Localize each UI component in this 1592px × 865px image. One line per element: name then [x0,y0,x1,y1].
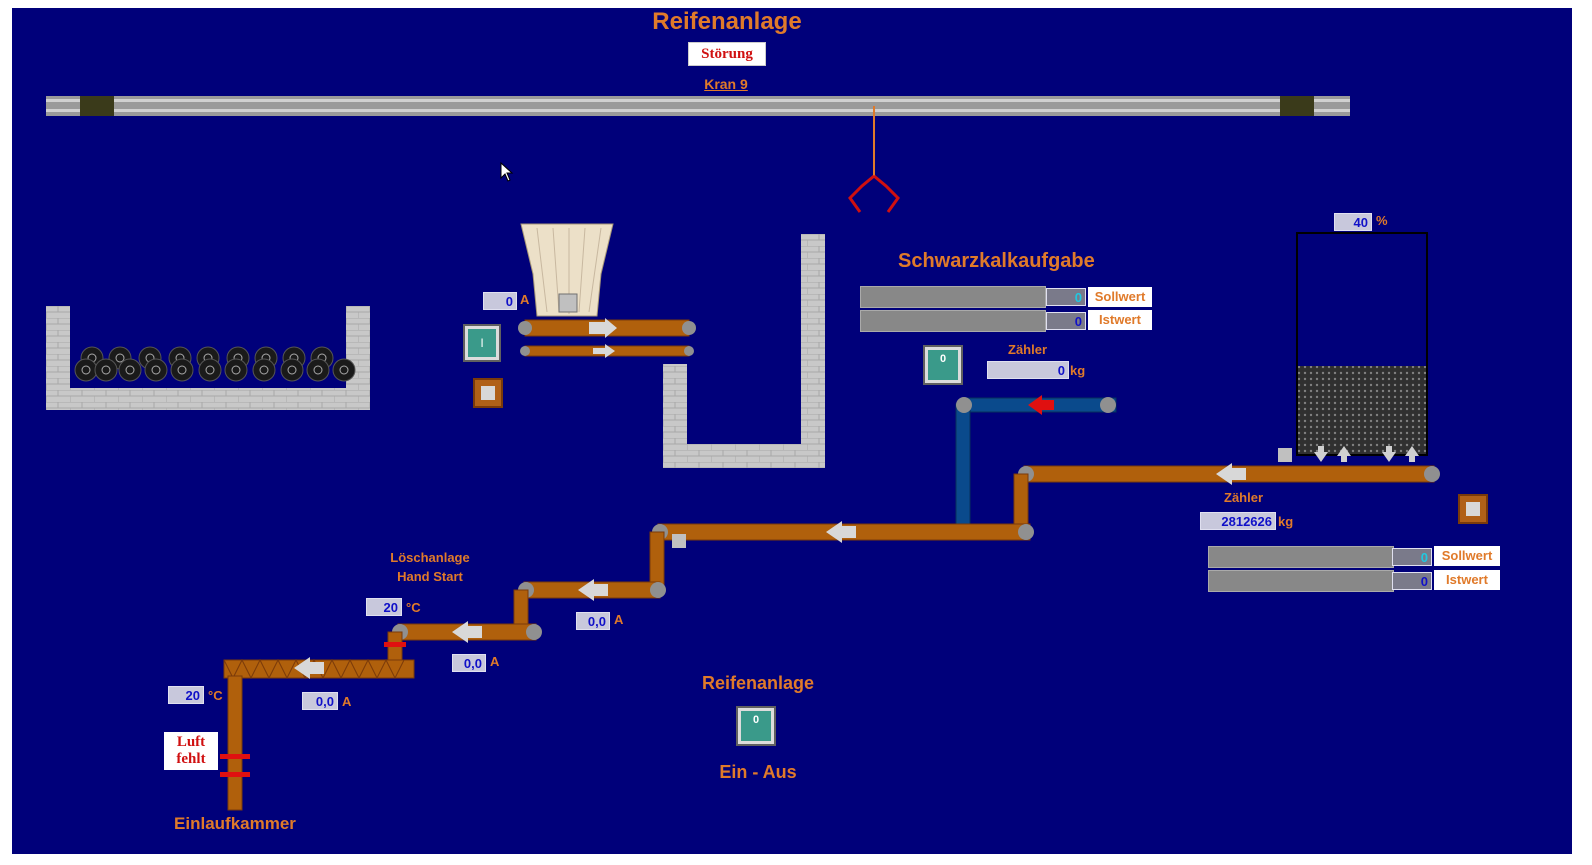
silo-istwert-label: Istwert [1434,570,1500,590]
loeschanlage-temp-unit: °C [406,600,421,615]
tire-icon [332,358,356,382]
einlauf-temp-value: 20 [168,686,204,704]
silo-sollwert-bar [1208,546,1394,568]
rail-line-bottom [46,109,1350,112]
red-arrow-left-icon [1028,395,1054,415]
main-switch-value: 0 [741,711,771,741]
feeder-arrow-right-icon [589,318,617,338]
conveyor-arrow-left-1-icon [1216,463,1246,485]
tire-icon [170,358,194,382]
schwarzkalk-istwert-value: 0 [1046,312,1086,330]
schwarzkalk-counter-unit: kg [1070,363,1086,378]
conveyor-arrow-left-2-icon [826,521,856,543]
silo-fill-level [1298,366,1426,454]
schwarzkalk-toggle-value: 0 [928,350,958,380]
silo [1296,232,1428,462]
tire-icon [118,358,142,382]
schwarzkalk-toggle-button[interactable]: 0 [923,345,963,385]
conveyor-arrow-left-3-icon [578,579,608,601]
einlauf-alarm-badge: Luft fehlt [164,732,218,770]
conveyor-arrow-left-5-icon [294,657,324,679]
schwarzkalk-sollwert-bar [860,286,1046,308]
conveyor-current-3-value: 0,0 [302,692,338,710]
silo-sollwert-value: 0 [1392,548,1432,566]
einlauf-temp-unit: °C [208,688,223,703]
silo-istwert-value: 0 [1392,572,1432,590]
tire-icon [144,358,168,382]
crane-rail [46,96,1350,213]
feeder-arrow-right-2-icon [593,344,615,358]
feeder-conveyors [518,318,696,358]
schwarzkalk-sollwert-value: 0 [1046,288,1086,306]
stone-channel [663,234,825,468]
silo-counter-unit: kg [1278,514,1294,529]
main-switch-button[interactable]: 0 [736,706,776,746]
schwarzkalk-sollwert-label: Sollwert [1088,287,1152,307]
arrow-cursor-icon [500,162,514,182]
silo-level-value: 40 [1334,213,1372,231]
tire-icon [306,358,330,382]
conveyor-current-1-unit: A [614,612,624,627]
silo-istwert-bar [1208,570,1394,592]
valve-1 [384,642,406,647]
page-title: Reifenanlage [652,8,802,35]
conveyor-current-2-unit: A [490,654,500,669]
tire-icon [94,358,118,382]
scada-canvas: Reifenanlage Störung Kran 9 [12,8,1572,854]
feed-hopper [520,223,614,317]
schwarzkalk-pipe [955,395,1117,526]
schwarzkalk-counter-value: 0 [987,361,1069,379]
loeschanlage-temp-value: 20 [366,598,402,616]
conveyor-current-2-value: 0,0 [452,654,486,672]
main-switch-label: Ein - Aus [719,762,797,782]
silo-level-unit: % [1376,213,1388,228]
silo-arrow-down-1-icon [1314,446,1328,462]
schwarzkalk-istwert-bar [860,310,1046,332]
valve-3 [220,772,250,777]
rail-end-left [80,96,114,116]
silo-counter-value: 2812626 [1200,512,1276,530]
loeschanlage-label-line2: Hand Start [397,569,463,584]
conveyor-current-3-unit: A [342,694,352,709]
silo-arrow-up-1-icon [1337,446,1351,462]
feeder-start-button[interactable]: I [463,324,501,362]
einlauf-label: Einlaufkammer [174,814,296,833]
crane-label[interactable]: Kran 9 [704,76,748,92]
feeder-start-symbol: I [468,329,496,357]
crane-grab-icon [848,174,900,213]
conveyor-2-indicator [672,534,686,548]
tire-icon [198,358,222,382]
feeder-stop-symbol [481,386,495,400]
silo-arrow-down-2-icon [1382,446,1396,462]
tire-icon [224,358,248,382]
silo-stop-symbol [1466,502,1480,516]
schwarzkalk-istwert-label: Istwert [1088,310,1152,330]
feeder-current-unit: A [520,292,530,307]
schwarzkalk-counter-label: Zähler [1008,342,1048,357]
silo-stop-button[interactable] [1458,494,1488,524]
tire-icon [252,358,276,382]
conveyor-current-1-value: 0,0 [576,612,610,630]
status-badge: Störung [688,42,766,66]
einlauf-alarm-line1: Luft [176,734,206,750]
feeder-stop-button[interactable] [473,378,503,408]
silo-sollwert-label: Sollwert [1434,546,1500,566]
main-switch-title: Reifenanlage [701,673,815,693]
silo-arrow-up-2-icon [1405,446,1419,462]
silo-gate-indicator [1278,448,1292,462]
tire-bunker [46,306,370,410]
rail-line-top [46,99,1350,102]
tire-icon [280,358,304,382]
feeder-current-value: 0 [483,292,517,310]
rail-end-right [1280,96,1314,116]
loeschanlage-label-line1: Löschanlage [390,550,470,565]
conveyor-chain [220,448,1440,811]
silo-counter-label: Zähler [1224,490,1264,505]
conveyor-arrow-left-4-icon [452,621,482,643]
schwarzkalk-title: Schwarzkalkaufgabe [898,250,1095,272]
einlauf-alarm-line2: fehlt [176,751,206,767]
valve-2 [220,754,250,759]
